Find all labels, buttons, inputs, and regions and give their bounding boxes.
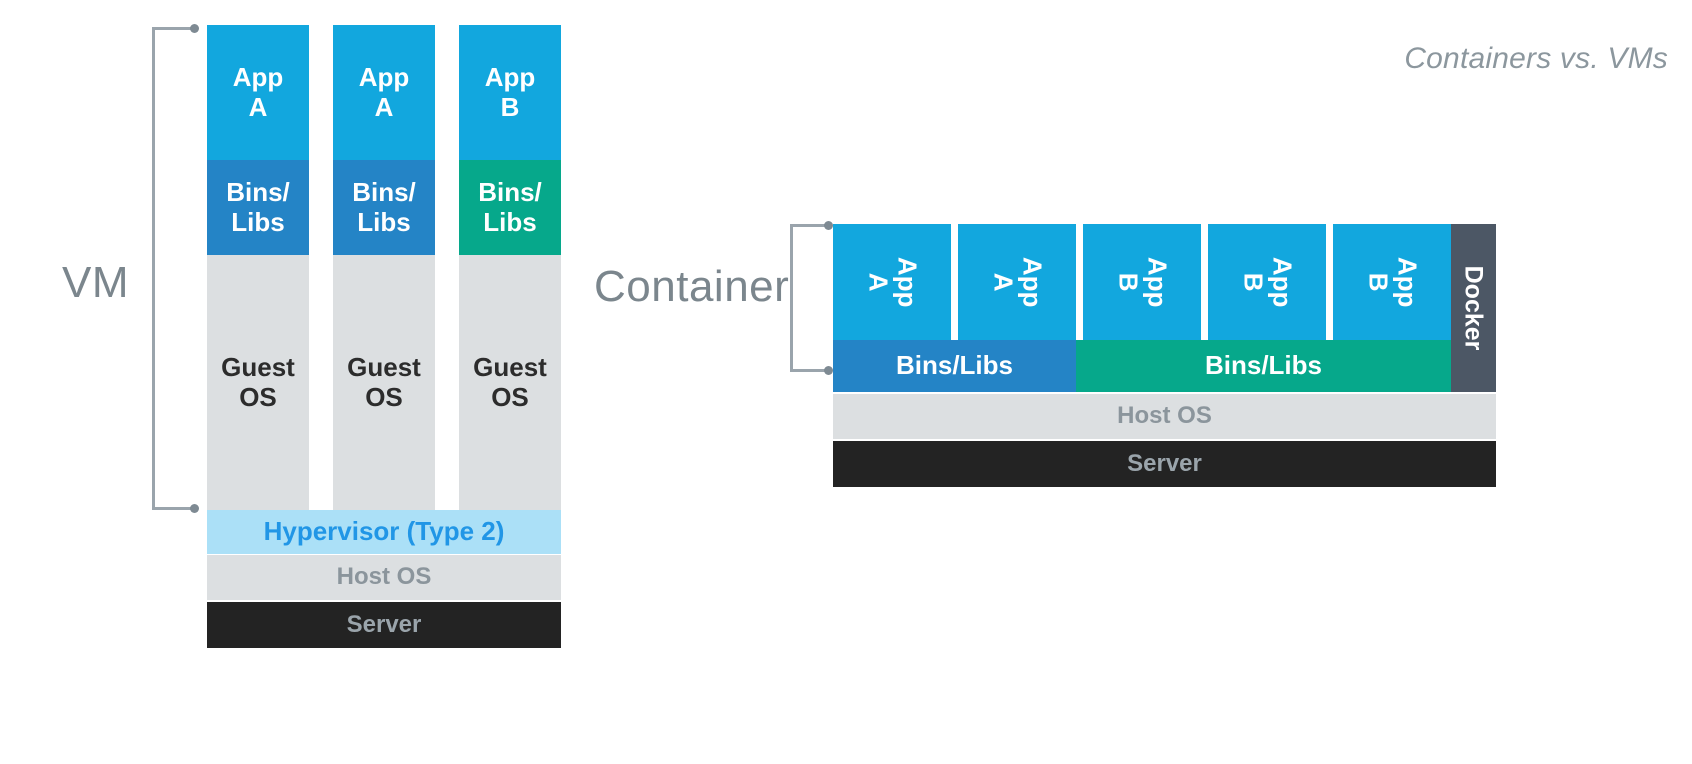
- vm-group-label: VM: [62, 258, 129, 307]
- container-host-os-label: Host OS: [1117, 402, 1212, 430]
- container-app-label-2: App A: [987, 256, 1048, 308]
- vm-server-label: Server: [346, 610, 422, 638]
- vm-bracket-stem: [152, 27, 155, 510]
- container-bracket-stem: [790, 224, 793, 372]
- container-bracket-dot-bottom: [824, 366, 833, 375]
- vm-bins-block-3[interactable]: Bins/Libs: [459, 160, 561, 255]
- vm-hypervisor-bar[interactable]: Hypervisor (Type 2): [207, 510, 561, 554]
- container-app-label-3: App B: [1112, 256, 1173, 308]
- container-group-label: Container: [594, 262, 790, 311]
- container-app-label-4: App B: [1237, 256, 1298, 308]
- container-docker-label: Docker: [1459, 265, 1488, 351]
- vm-bracket-arm-bottom: [152, 507, 194, 510]
- vm-bracket-dot-top: [190, 24, 199, 33]
- container-app-block-2[interactable]: App A: [958, 224, 1076, 340]
- container-bracket-dot-top: [824, 221, 833, 230]
- vm-server-bar[interactable]: Server: [207, 602, 561, 648]
- container-bins-green-label: Bins/Libs: [1204, 350, 1322, 381]
- vm-bracket: [152, 24, 199, 513]
- container-bracket-arm-top: [790, 224, 828, 227]
- container-server-bar[interactable]: Server: [833, 441, 1496, 487]
- vm-bins-block-1[interactable]: Bins/Libs: [207, 160, 309, 255]
- container-bins-blue-label: Bins/Libs: [895, 350, 1013, 381]
- container-app-block-4[interactable]: App B: [1208, 224, 1326, 340]
- container-bracket: [790, 221, 833, 375]
- container-server-label: Server: [1127, 449, 1202, 477]
- container-app-block-5[interactable]: App B: [1333, 224, 1451, 340]
- vm-bins-label-3: Bins/Libs: [478, 177, 542, 237]
- container-host-os-bar[interactable]: Host OS: [833, 394, 1496, 439]
- container-app-block-3[interactable]: App B: [1083, 224, 1201, 340]
- container-bins-blue-bar[interactable]: Bins/Libs: [833, 340, 1076, 392]
- vm-bins-label-1: Bins/Libs: [226, 177, 290, 237]
- vm-host-os-label: Host OS: [336, 563, 432, 591]
- container-app-label-1: App A: [862, 256, 923, 308]
- vm-bracket-arm-top: [152, 27, 194, 30]
- container-docker-block[interactable]: Docker: [1451, 224, 1496, 392]
- vm-hypervisor-label: Hypervisor (Type 2): [263, 516, 505, 547]
- vm-bracket-dot-bottom: [190, 504, 199, 513]
- vm-bins-label-2: Bins/Libs: [352, 177, 416, 237]
- page-title: Containers vs. VMs: [1404, 42, 1668, 75]
- container-bracket-arm-bottom: [790, 369, 828, 372]
- container-bins-green-bar[interactable]: Bins/Libs: [1076, 340, 1451, 392]
- container-app-label-5: App B: [1362, 256, 1423, 308]
- vm-host-os-bar[interactable]: Host OS: [207, 555, 561, 600]
- container-app-block-1[interactable]: App A: [833, 224, 951, 340]
- vm-bins-block-2[interactable]: Bins/Libs: [333, 160, 435, 255]
